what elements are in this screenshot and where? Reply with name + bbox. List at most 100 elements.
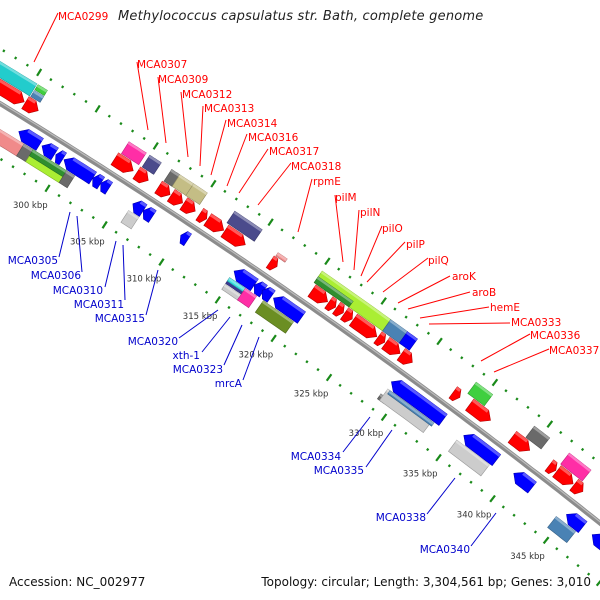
- reverse-gene-label[interactable]: xth-1: [173, 350, 200, 362]
- forward-gene-highlight: [314, 284, 326, 295]
- forward-gene-label[interactable]: MCA0312: [182, 89, 232, 101]
- reverse-gene-arrow[interactable]: [513, 472, 537, 494]
- reverse-cog-highlight: [127, 210, 139, 220]
- minor-tick: [11, 165, 15, 169]
- forward-gene-label[interactable]: MCA0317: [269, 146, 319, 158]
- forward-gene-highlight: [403, 348, 412, 356]
- forward-gene-arrow[interactable]: [465, 398, 491, 422]
- forward-gene-highlight: [173, 189, 182, 197]
- forward-gene-highlight: [201, 208, 208, 214]
- forward-gene-highlight: [380, 331, 386, 337]
- forward-gene-label[interactable]: MCA0337: [549, 345, 599, 357]
- reverse-gene-arrow[interactable]: [391, 380, 448, 426]
- reverse-leader-line: [122, 244, 126, 301]
- minor-tick: [177, 159, 181, 163]
- major-tick: [158, 258, 165, 266]
- reverse-gene-label[interactable]: MCA0323: [173, 364, 223, 376]
- reverse-cog-highlight: [554, 516, 576, 534]
- forward-gene-highlight: [272, 256, 278, 262]
- reverse-leader-line: [426, 477, 456, 515]
- minor-tick: [523, 521, 527, 526]
- forward-cog-highlight: [316, 276, 354, 304]
- minor-tick: [415, 439, 419, 444]
- minor-tick: [171, 267, 175, 272]
- forward-gene-label[interactable]: pilP: [406, 239, 425, 251]
- reverse-gene-label[interactable]: MCA0335: [314, 465, 364, 477]
- forward-gene-highlight: [116, 152, 131, 164]
- forward-gene-label[interactable]: MCA0313: [204, 103, 254, 115]
- reverse-gene-highlight: [106, 179, 113, 185]
- forward-gene-label[interactable]: MCA0309: [158, 74, 208, 86]
- minor-tick: [426, 447, 430, 452]
- minor-tick: [512, 513, 516, 517]
- reverse-gene-highlight: [49, 143, 59, 151]
- minor-tick: [555, 547, 559, 551]
- forward-gene-arrow[interactable]: [203, 213, 225, 233]
- forward-gene-label[interactable]: MCA0316: [248, 132, 299, 144]
- forward-gene-arrow[interactable]: [307, 284, 328, 304]
- forward-gene-arrow[interactable]: [552, 465, 574, 486]
- minor-tick: [371, 407, 375, 411]
- minor-tick: [458, 472, 462, 476]
- forward-gene-label[interactable]: MCA0318: [291, 161, 341, 173]
- reverse-gene-label[interactable]: MCA0338: [376, 512, 426, 524]
- reverse-gene-label[interactable]: MCA0315: [95, 313, 145, 325]
- minor-tick: [404, 431, 408, 435]
- forward-cog-highlight: [276, 252, 288, 261]
- forward-gene-label[interactable]: pilN: [360, 207, 380, 219]
- forward-leader-line: [180, 91, 189, 158]
- reverse-gene-label[interactable]: MCA0340: [420, 544, 470, 556]
- minor-tick: [393, 307, 397, 311]
- minor-tick: [84, 99, 88, 104]
- minor-tick: [193, 283, 197, 287]
- reverse-gene-arrow[interactable]: [463, 433, 502, 467]
- cog-layer: [0, 61, 592, 544]
- forward-gene-highlight: [346, 307, 353, 314]
- reverse-gene-label[interactable]: MCA0305: [8, 255, 58, 267]
- tick-label: 330 kbp: [349, 429, 384, 439]
- forward-gene-highlight: [138, 167, 147, 174]
- forward-gene-highlight: [472, 399, 489, 413]
- forward-cog-highlight: [33, 90, 44, 99]
- forward-gene-label[interactable]: MCA0314: [227, 118, 278, 130]
- reverse-gene-highlight: [139, 201, 147, 208]
- forward-leader-line: [238, 148, 269, 194]
- minor-tick: [204, 290, 209, 294]
- reverse-gene-label[interactable]: MCA0306: [31, 270, 82, 282]
- forward-gene-label[interactable]: aroK: [452, 271, 477, 283]
- reverse-leader-line: [201, 316, 231, 353]
- forward-gene-label[interactable]: MCA0336: [530, 330, 581, 342]
- forward-gene-label[interactable]: MCA0299: [58, 11, 108, 23]
- forward-gene-label[interactable]: hemE: [490, 302, 520, 314]
- forward-gene-label[interactable]: pilM: [335, 192, 357, 204]
- reverse-gene-label[interactable]: mrcA: [215, 378, 243, 390]
- minor-tick: [72, 92, 76, 96]
- forward-cog-box: [226, 210, 263, 242]
- reverse-gene-label[interactable]: MCA0334: [291, 451, 342, 463]
- forward-gene-label[interactable]: MCA0333: [511, 317, 561, 329]
- forward-gene-label[interactable]: rpmE: [313, 176, 341, 188]
- reverse-gene-highlight: [72, 157, 97, 175]
- minor-tick: [61, 85, 65, 89]
- forward-gene-label[interactable]: aroB: [472, 287, 496, 299]
- reverse-leader-line: [76, 215, 83, 273]
- minor-tick: [294, 352, 298, 356]
- major-tick: [491, 378, 499, 387]
- minor-tick: [415, 323, 419, 327]
- forward-gene-label[interactable]: MCA0307: [137, 59, 187, 71]
- forward-cog-box: [185, 183, 208, 206]
- reverse-gene-highlight: [472, 434, 501, 457]
- reverse-gene-label[interactable]: MCA0320: [128, 336, 178, 348]
- forward-gene-highlight: [27, 96, 37, 104]
- major-tick: [435, 453, 442, 462]
- forward-gene-label[interactable]: pilO: [382, 223, 403, 235]
- reverse-gene-arrow[interactable]: [591, 533, 600, 554]
- reverse-gene-label[interactable]: MCA0311: [74, 299, 124, 311]
- map-title: Methylococcus capsulatus str. Bath, comp…: [118, 9, 484, 24]
- minor-tick: [504, 389, 508, 393]
- forward-gene-label[interactable]: pilQ: [428, 255, 449, 267]
- reverse-gene-label[interactable]: MCA0310: [53, 285, 103, 297]
- major-tick: [36, 68, 43, 77]
- minor-tick: [107, 114, 111, 118]
